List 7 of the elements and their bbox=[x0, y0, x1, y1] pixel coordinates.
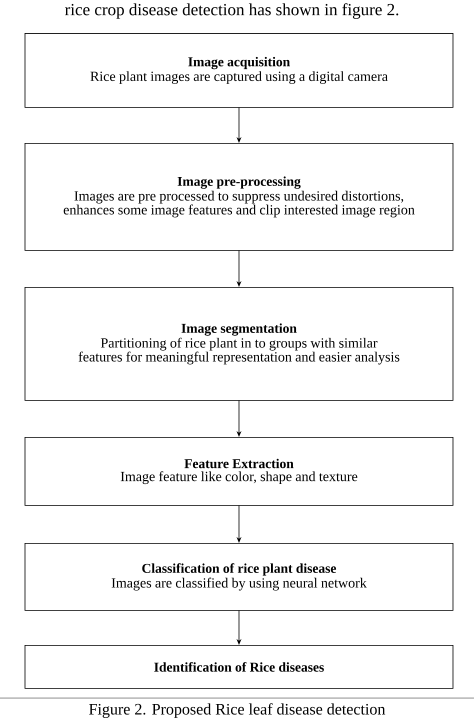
process-box: Identification of Rice diseases bbox=[24, 645, 454, 689]
process-box: Image acquisition Rice plant images are captured using a digital camera bbox=[24, 33, 454, 108]
process-box: Classification of rice plant disease Images are classified by using neural network bbox=[24, 543, 454, 611]
process-box: Image pre-processing Images are pre processed to suppress undesired distortions, enhances some image features and clip interested image region bbox=[24, 143, 454, 251]
process-box: Feature Extraction Image feature like color, shape and texture bbox=[24, 437, 454, 506]
caption: Figure 2. Proposed Rice leaf disease detection bbox=[89, 703, 386, 718]
process-box: Image segmentation Partitioning of rice plant in to groups with similar features for meaningful representation and easier analysis bbox=[24, 287, 454, 401]
